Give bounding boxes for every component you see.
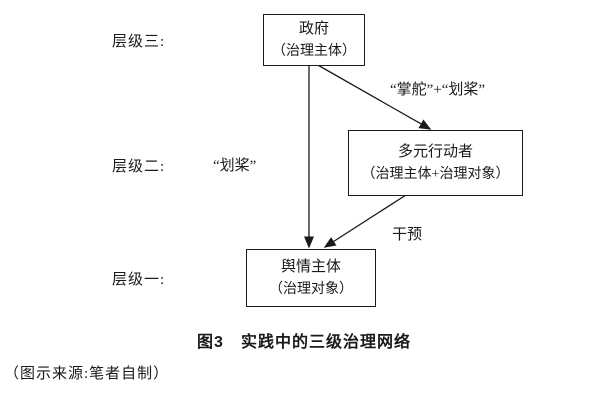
source-note: （图示来源:笔者自制） [4,366,170,382]
edge-label-steer-plus-row: “掌舵”+“划桨” [390,82,486,98]
level-label-one: 层级一: [112,272,166,288]
node-public-opinion-subtitle: （治理对象） [269,281,353,297]
node-government-subtitle: （治理主体） [272,43,356,59]
node-government-title: 政府 [298,21,329,38]
node-public-opinion-title: 舆情主体 [280,259,341,276]
node-actors: 多元行动者 （治理主体+治理对象） [348,130,523,196]
edge-label-intervene: 干预 [392,227,423,243]
edge-label-row: “划桨” [213,158,257,174]
figure-caption: 图3 实践中的三级治理网络 [197,334,411,351]
node-public-opinion: 舆情主体 （治理对象） [246,249,376,307]
node-actors-title: 多元行动者 [397,144,473,161]
node-actors-subtitle: （治理主体+治理对象） [361,166,510,182]
level-label-two: 层级二: [112,159,166,175]
node-government: 政府 （治理主体） [263,14,365,66]
level-label-three: 层级三: [112,34,166,50]
